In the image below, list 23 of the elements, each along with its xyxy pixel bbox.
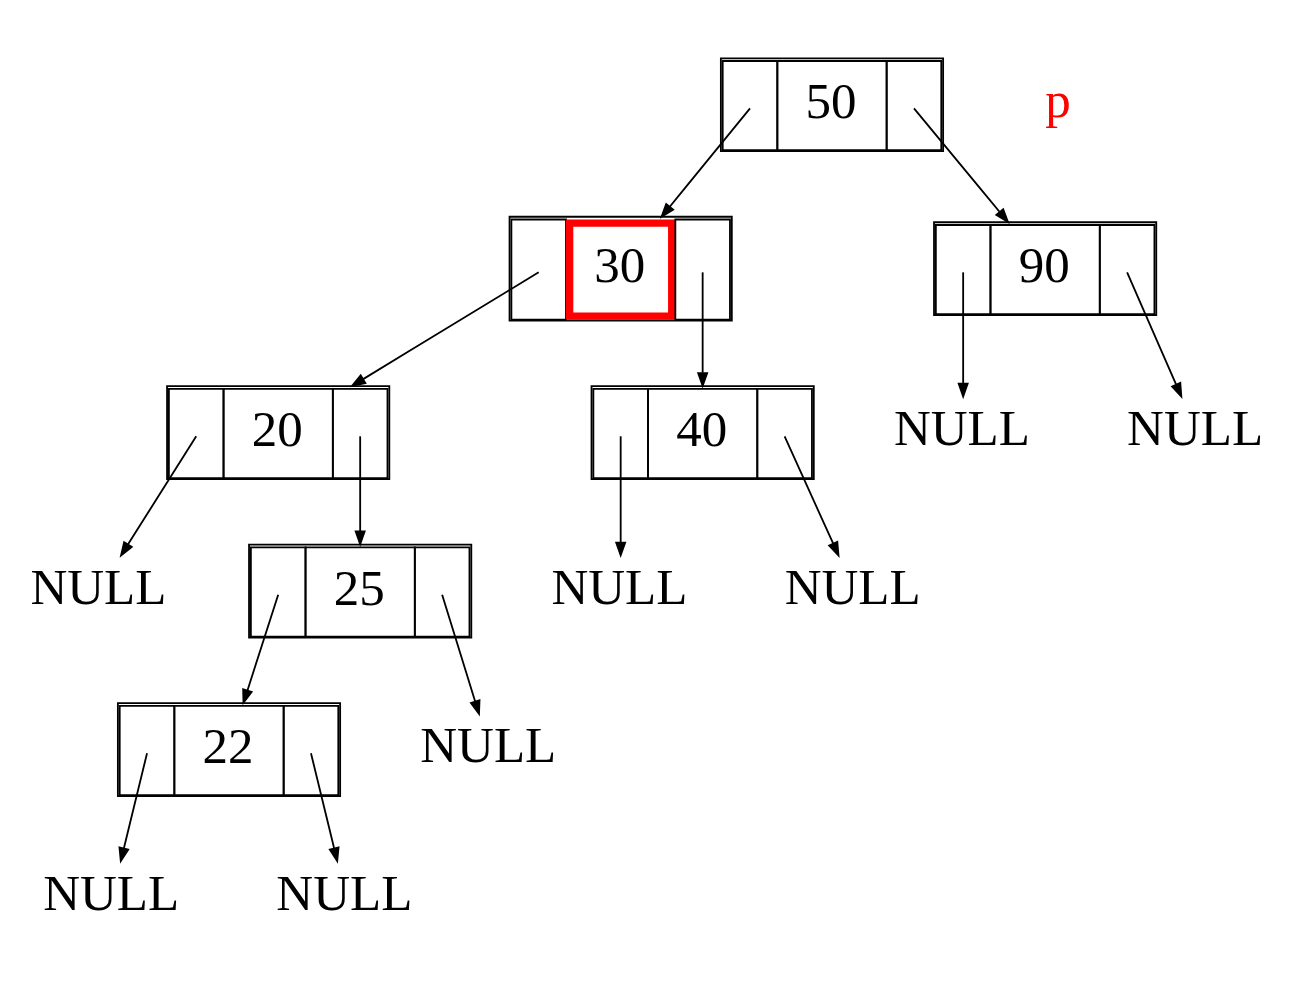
arrow	[1126, 271, 1183, 399]
arrow	[242, 593, 280, 706]
node-text: NULL	[1127, 400, 1264, 457]
arrow	[783, 435, 840, 558]
node-text: NULL	[551, 558, 688, 615]
arrow	[913, 107, 1010, 224]
arrow	[659, 107, 751, 219]
arrow	[696, 271, 709, 389]
arrow	[614, 435, 627, 559]
arrow	[957, 271, 969, 400]
arrow	[310, 752, 340, 864]
node-text: NULL	[893, 400, 1030, 457]
node-text: NULL	[784, 558, 921, 615]
node-text: NULL	[30, 558, 167, 615]
arrow	[119, 435, 198, 558]
arrow	[441, 593, 481, 717]
arrow	[354, 435, 366, 547]
node-text: NULL	[43, 864, 180, 921]
arrow	[118, 752, 148, 864]
node-text: NULL	[276, 864, 413, 921]
label: p	[1045, 72, 1071, 129]
arrow	[349, 271, 540, 388]
node-text: NULL	[420, 717, 557, 774]
